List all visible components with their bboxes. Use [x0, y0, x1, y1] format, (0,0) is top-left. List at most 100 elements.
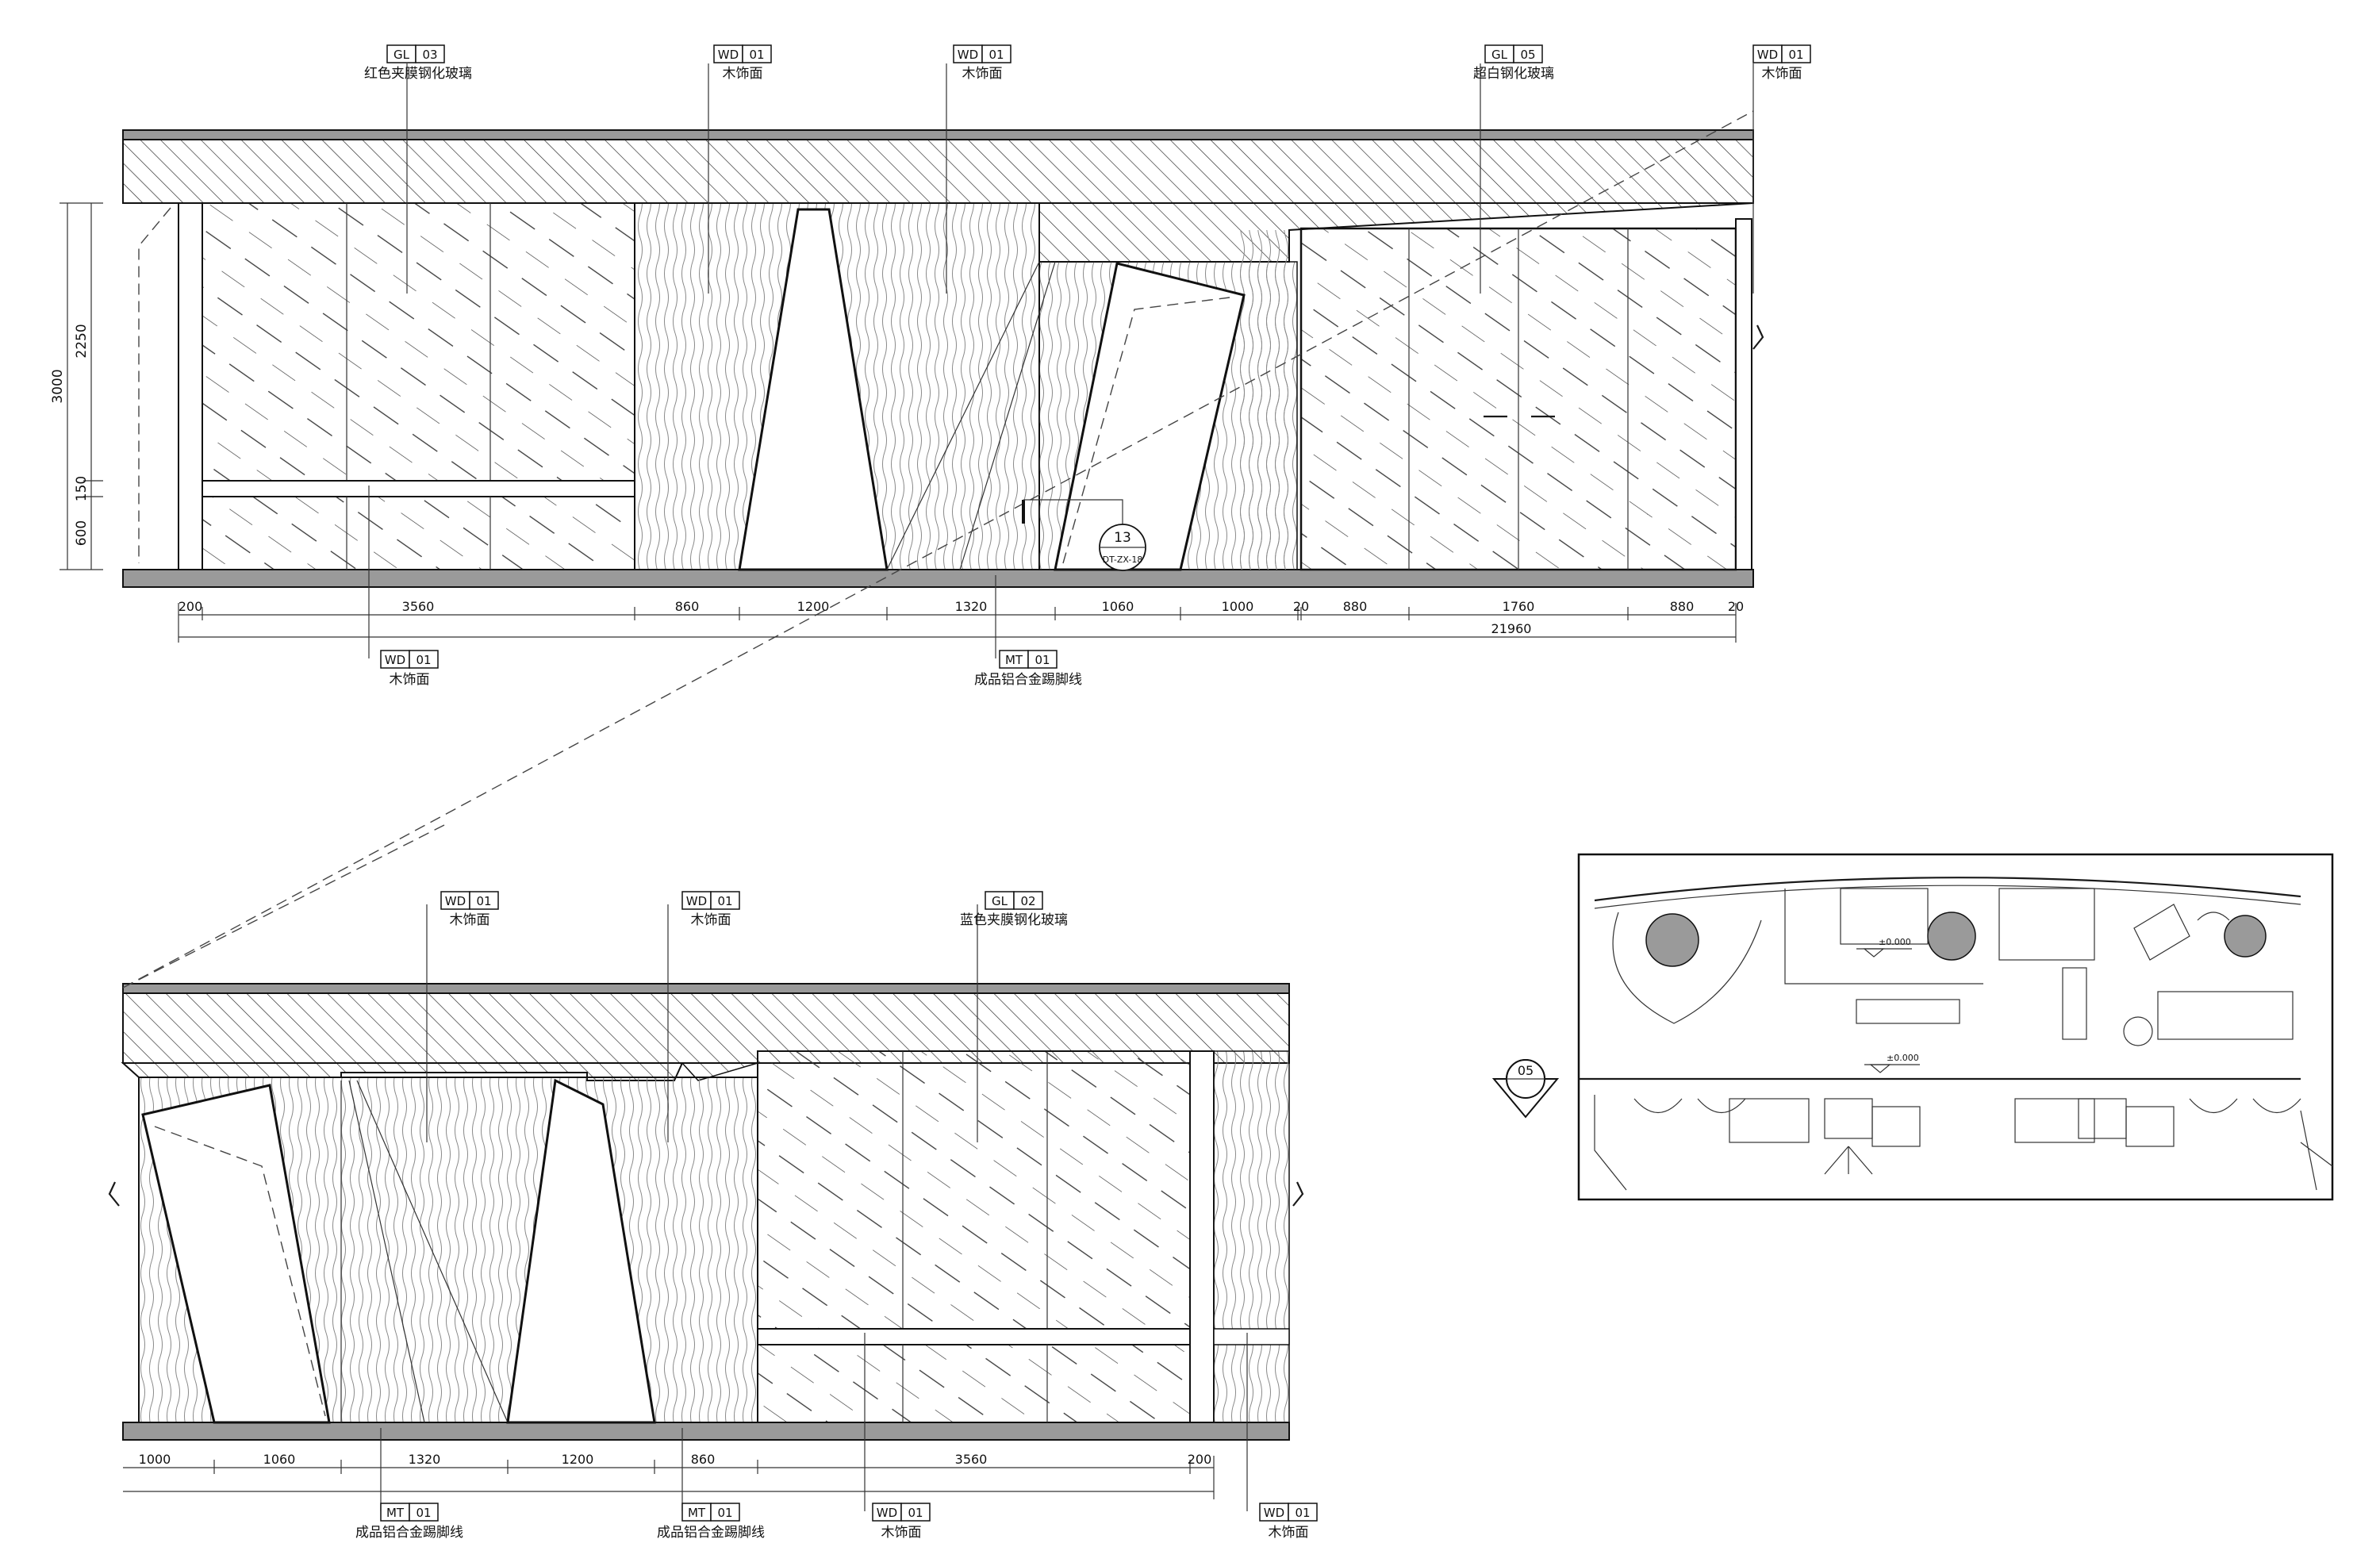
hdim-880-right: 880	[1670, 599, 1695, 614]
svg-text:木饰面: 木饰面	[1269, 1525, 1309, 1541]
tag-wd01-c: WD 01 木饰面	[1752, 44, 1811, 82]
svg-text:GL: GL	[393, 48, 410, 62]
lower-tag-gl02: GL 02 蓝色夹膜钢化玻璃	[960, 891, 1068, 928]
hdim-3560: 3560	[402, 599, 435, 614]
lhdim-1060: 1060	[263, 1452, 296, 1467]
svg-text:01: 01	[717, 894, 732, 908]
svg-text:WD: WD	[718, 48, 739, 62]
svg-text:05: 05	[1520, 48, 1535, 62]
hdim-1060: 1060	[1102, 599, 1134, 614]
lower-bottom-tag-mt01-b: MT 01 成品铝合金踢脚线	[657, 1503, 765, 1541]
key-plan: ±0.000 ±0.000 05	[1491, 853, 2334, 1201]
svg-text:03: 03	[422, 48, 437, 62]
svg-text:MT: MT	[386, 1506, 405, 1520]
lhdim-1200: 1200	[562, 1452, 594, 1467]
lower-tag-wd01-b: WD 01 木饰面	[681, 891, 740, 928]
lhdim-3560: 3560	[955, 1452, 988, 1467]
hdim-200: 200	[178, 599, 203, 614]
svg-text:01: 01	[1295, 1506, 1310, 1520]
lower-triangle-niche	[506, 1078, 656, 1424]
svg-text:蓝色夹膜钢化玻璃: 蓝色夹膜钢化玻璃	[960, 912, 1068, 928]
hdim-860: 860	[675, 599, 700, 614]
tag-gl03: GL 03 红色夹膜钢化玻璃	[364, 44, 472, 82]
lower-horizontal-dims: 1000 1060 1320 1200 860 3560 200	[123, 1452, 1215, 1499]
svg-text:MT: MT	[688, 1506, 706, 1520]
vdim-150: 150	[74, 476, 90, 501]
tag-wd01-b: WD 01 木饰面	[953, 44, 1012, 82]
svg-text:01: 01	[988, 48, 1004, 62]
upper-tilted-panel	[1054, 262, 1246, 571]
lhdim-200: 200	[1188, 1452, 1212, 1467]
svg-text:GL: GL	[992, 894, 1008, 908]
view-marker-number: 05	[1518, 1063, 1534, 1078]
upper-tag-leaders	[368, 63, 1754, 658]
red-laminated-glass-panel	[202, 202, 635, 482]
lower-tilted-panel	[141, 1084, 331, 1424]
lower-bottom-tag-wd01-b: WD 01 木饰面	[1259, 1503, 1318, 1541]
svg-text:01: 01	[717, 1506, 732, 1520]
vdim-3000: 3000	[50, 369, 66, 403]
lower-elevation: 1000 1060 1320 1200 860 3560 200 WD 01 木…	[108, 824, 1318, 1541]
lower-bottom-tag-mt01-a: MT 01 成品铝合金踢脚线	[355, 1503, 463, 1541]
key-plan-frame	[1577, 853, 2334, 1201]
hdim-1320: 1320	[955, 599, 988, 614]
svg-text:WD: WD	[686, 894, 707, 908]
svg-text:WD: WD	[385, 653, 405, 667]
view-marker: 05	[1491, 1059, 1560, 1119]
svg-text:成品铝合金踢脚线: 成品铝合金踢脚线	[657, 1525, 765, 1541]
lower-bottom-tag-wd01-a: WD 01 木饰面	[872, 1503, 931, 1541]
svg-text:木饰面: 木饰面	[723, 66, 763, 82]
svg-text:GL: GL	[1491, 48, 1508, 62]
svg-text:01: 01	[908, 1506, 923, 1520]
hdim-1000: 1000	[1222, 599, 1254, 614]
svg-text:木饰面: 木饰面	[1762, 66, 1802, 82]
lhdim-860: 860	[691, 1452, 716, 1467]
hdim-20-left: 20	[1293, 599, 1309, 614]
svg-text:木饰面: 木饰面	[390, 672, 430, 688]
lhdim-1000: 1000	[139, 1452, 171, 1467]
upper-floor-line	[122, 569, 1754, 588]
svg-text:成品铝合金踢脚线: 成品铝合金踢脚线	[355, 1525, 463, 1541]
svg-text:01: 01	[1788, 48, 1803, 62]
hdim-20-right: 20	[1728, 599, 1744, 614]
vdim-600: 600	[74, 520, 90, 546]
key-plan-level-upper: ±0.000	[1879, 937, 1911, 947]
upper-elevation: 13 DT-ZX-18 3000 2250 150 600	[50, 44, 1811, 988]
svg-text:WD: WD	[445, 894, 466, 908]
upper-vertical-dims: 3000 2250 150 600	[50, 202, 103, 570]
svg-text:木饰面: 木饰面	[691, 912, 731, 928]
lower-tag-wd01-a: WD 01 木饰面	[440, 891, 499, 928]
tag-wd01-a: WD 01 木饰面	[713, 44, 772, 82]
svg-text:01: 01	[476, 894, 491, 908]
lower-tag-leaders	[380, 904, 1248, 1511]
upper-horizontal-dims: 200 3560 860 1200 1320 1060 1000 20 880 …	[178, 599, 1744, 643]
svg-text:MT: MT	[1005, 653, 1023, 667]
tag-bottom-mt01: MT 01 成品铝合金踢脚线	[974, 650, 1082, 688]
svg-text:WD: WD	[877, 1506, 897, 1520]
svg-text:01: 01	[749, 48, 764, 62]
blue-laminated-glass-panel	[757, 1050, 1191, 1330]
svg-text:木饰面: 木饰面	[962, 66, 1003, 82]
upper-triangle-niche	[738, 208, 889, 571]
hdim-total: 21960	[1491, 621, 1532, 636]
hdim-1200: 1200	[797, 599, 830, 614]
detail-callout-sheet: DT-ZX-18	[1103, 555, 1143, 565]
svg-text:WD: WD	[958, 48, 978, 62]
svg-text:木饰面: 木饰面	[881, 1525, 922, 1541]
hdim-1760: 1760	[1503, 599, 1535, 614]
key-plan-level-lower: ±0.000	[1887, 1053, 1919, 1063]
vdim-2250: 2250	[74, 324, 90, 358]
svg-text:WD: WD	[1757, 48, 1778, 62]
svg-text:01: 01	[416, 653, 431, 667]
tag-gl05: GL 05 超白钢化玻璃	[1473, 44, 1554, 82]
svg-text:01: 01	[416, 1506, 431, 1520]
lower-floor-line	[122, 1422, 1290, 1441]
lhdim-1320: 1320	[409, 1452, 441, 1467]
svg-text:WD: WD	[1264, 1506, 1284, 1520]
tag-bottom-wd01: WD 01 木饰面	[380, 650, 439, 688]
svg-text:木饰面: 木饰面	[450, 912, 490, 928]
detail-callout: 13 DT-ZX-18	[1022, 499, 1146, 571]
svg-text:01: 01	[1035, 653, 1050, 667]
svg-text:02: 02	[1020, 894, 1035, 908]
